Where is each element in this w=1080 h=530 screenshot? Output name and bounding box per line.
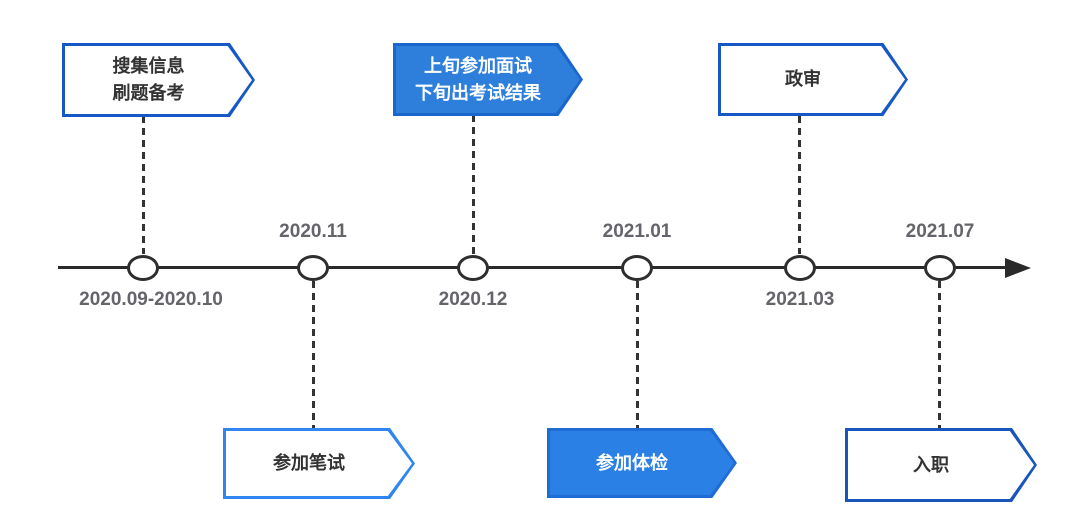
banner-line: 参加笔试: [273, 453, 345, 473]
timeline-axis: [58, 266, 1010, 269]
milestone-banner: 搜集信息 刷题备考: [62, 43, 255, 117]
banner-line: 入职: [913, 454, 949, 475]
banner-line: 刷题备考: [112, 83, 185, 103]
timeline-node: [924, 255, 956, 281]
banner-label: 政审: [785, 66, 841, 93]
timeline-node: [297, 255, 329, 281]
milestone-banner: 参加体检: [547, 428, 737, 498]
banner-label: 参加笔试: [273, 450, 365, 477]
banner-line: 搜集信息: [112, 56, 185, 76]
timeline-node: [127, 255, 159, 281]
banner-label: 上旬参加面试 下旬出考试结果: [415, 53, 561, 107]
date-label: 2020.11: [279, 221, 347, 242]
date-label: 2020.12: [438, 289, 508, 310]
banner-label: 搜集信息 刷题备考: [113, 53, 205, 107]
connector-line: [798, 116, 801, 254]
banner-fill: 参加笔试: [226, 431, 412, 496]
banner-line: 政审: [785, 69, 821, 89]
banner-fill: 入职: [848, 431, 1034, 499]
banner-fill: 参加体检: [550, 431, 734, 495]
banner-fill: 上旬参加面试 下旬出考试结果: [396, 46, 580, 113]
arrow-right-icon: [1005, 258, 1031, 278]
connector-line: [636, 281, 639, 428]
milestone-banner: 入职: [845, 428, 1037, 502]
date-label: 2020.09-2020.10: [79, 289, 223, 310]
timeline-node: [784, 255, 816, 281]
timeline-node: [457, 255, 489, 281]
banner-fill: 搜集信息 刷题备考: [65, 46, 252, 114]
milestone-banner: 政审: [718, 43, 908, 116]
timeline-node: [621, 255, 653, 281]
banner-line: 上旬参加面试: [424, 55, 532, 76]
date-label: 2021.07: [905, 221, 975, 242]
date-label: 2021.01: [602, 221, 672, 242]
date-label: 2021.03: [765, 289, 835, 310]
banner-label: 入职: [913, 452, 969, 479]
milestone-banner: 上旬参加面试 下旬出考试结果: [393, 43, 583, 116]
banner-fill: 政审: [721, 46, 905, 113]
connector-line: [142, 116, 145, 254]
banner-line: 参加体检: [596, 452, 668, 473]
connector-line: [938, 281, 941, 428]
banner-label: 参加体检: [596, 450, 688, 477]
banner-line: 下旬出考试结果: [415, 82, 541, 103]
connector-line: [472, 115, 475, 254]
connector-line: [312, 281, 315, 428]
milestone-banner: 参加笔试: [223, 428, 415, 499]
